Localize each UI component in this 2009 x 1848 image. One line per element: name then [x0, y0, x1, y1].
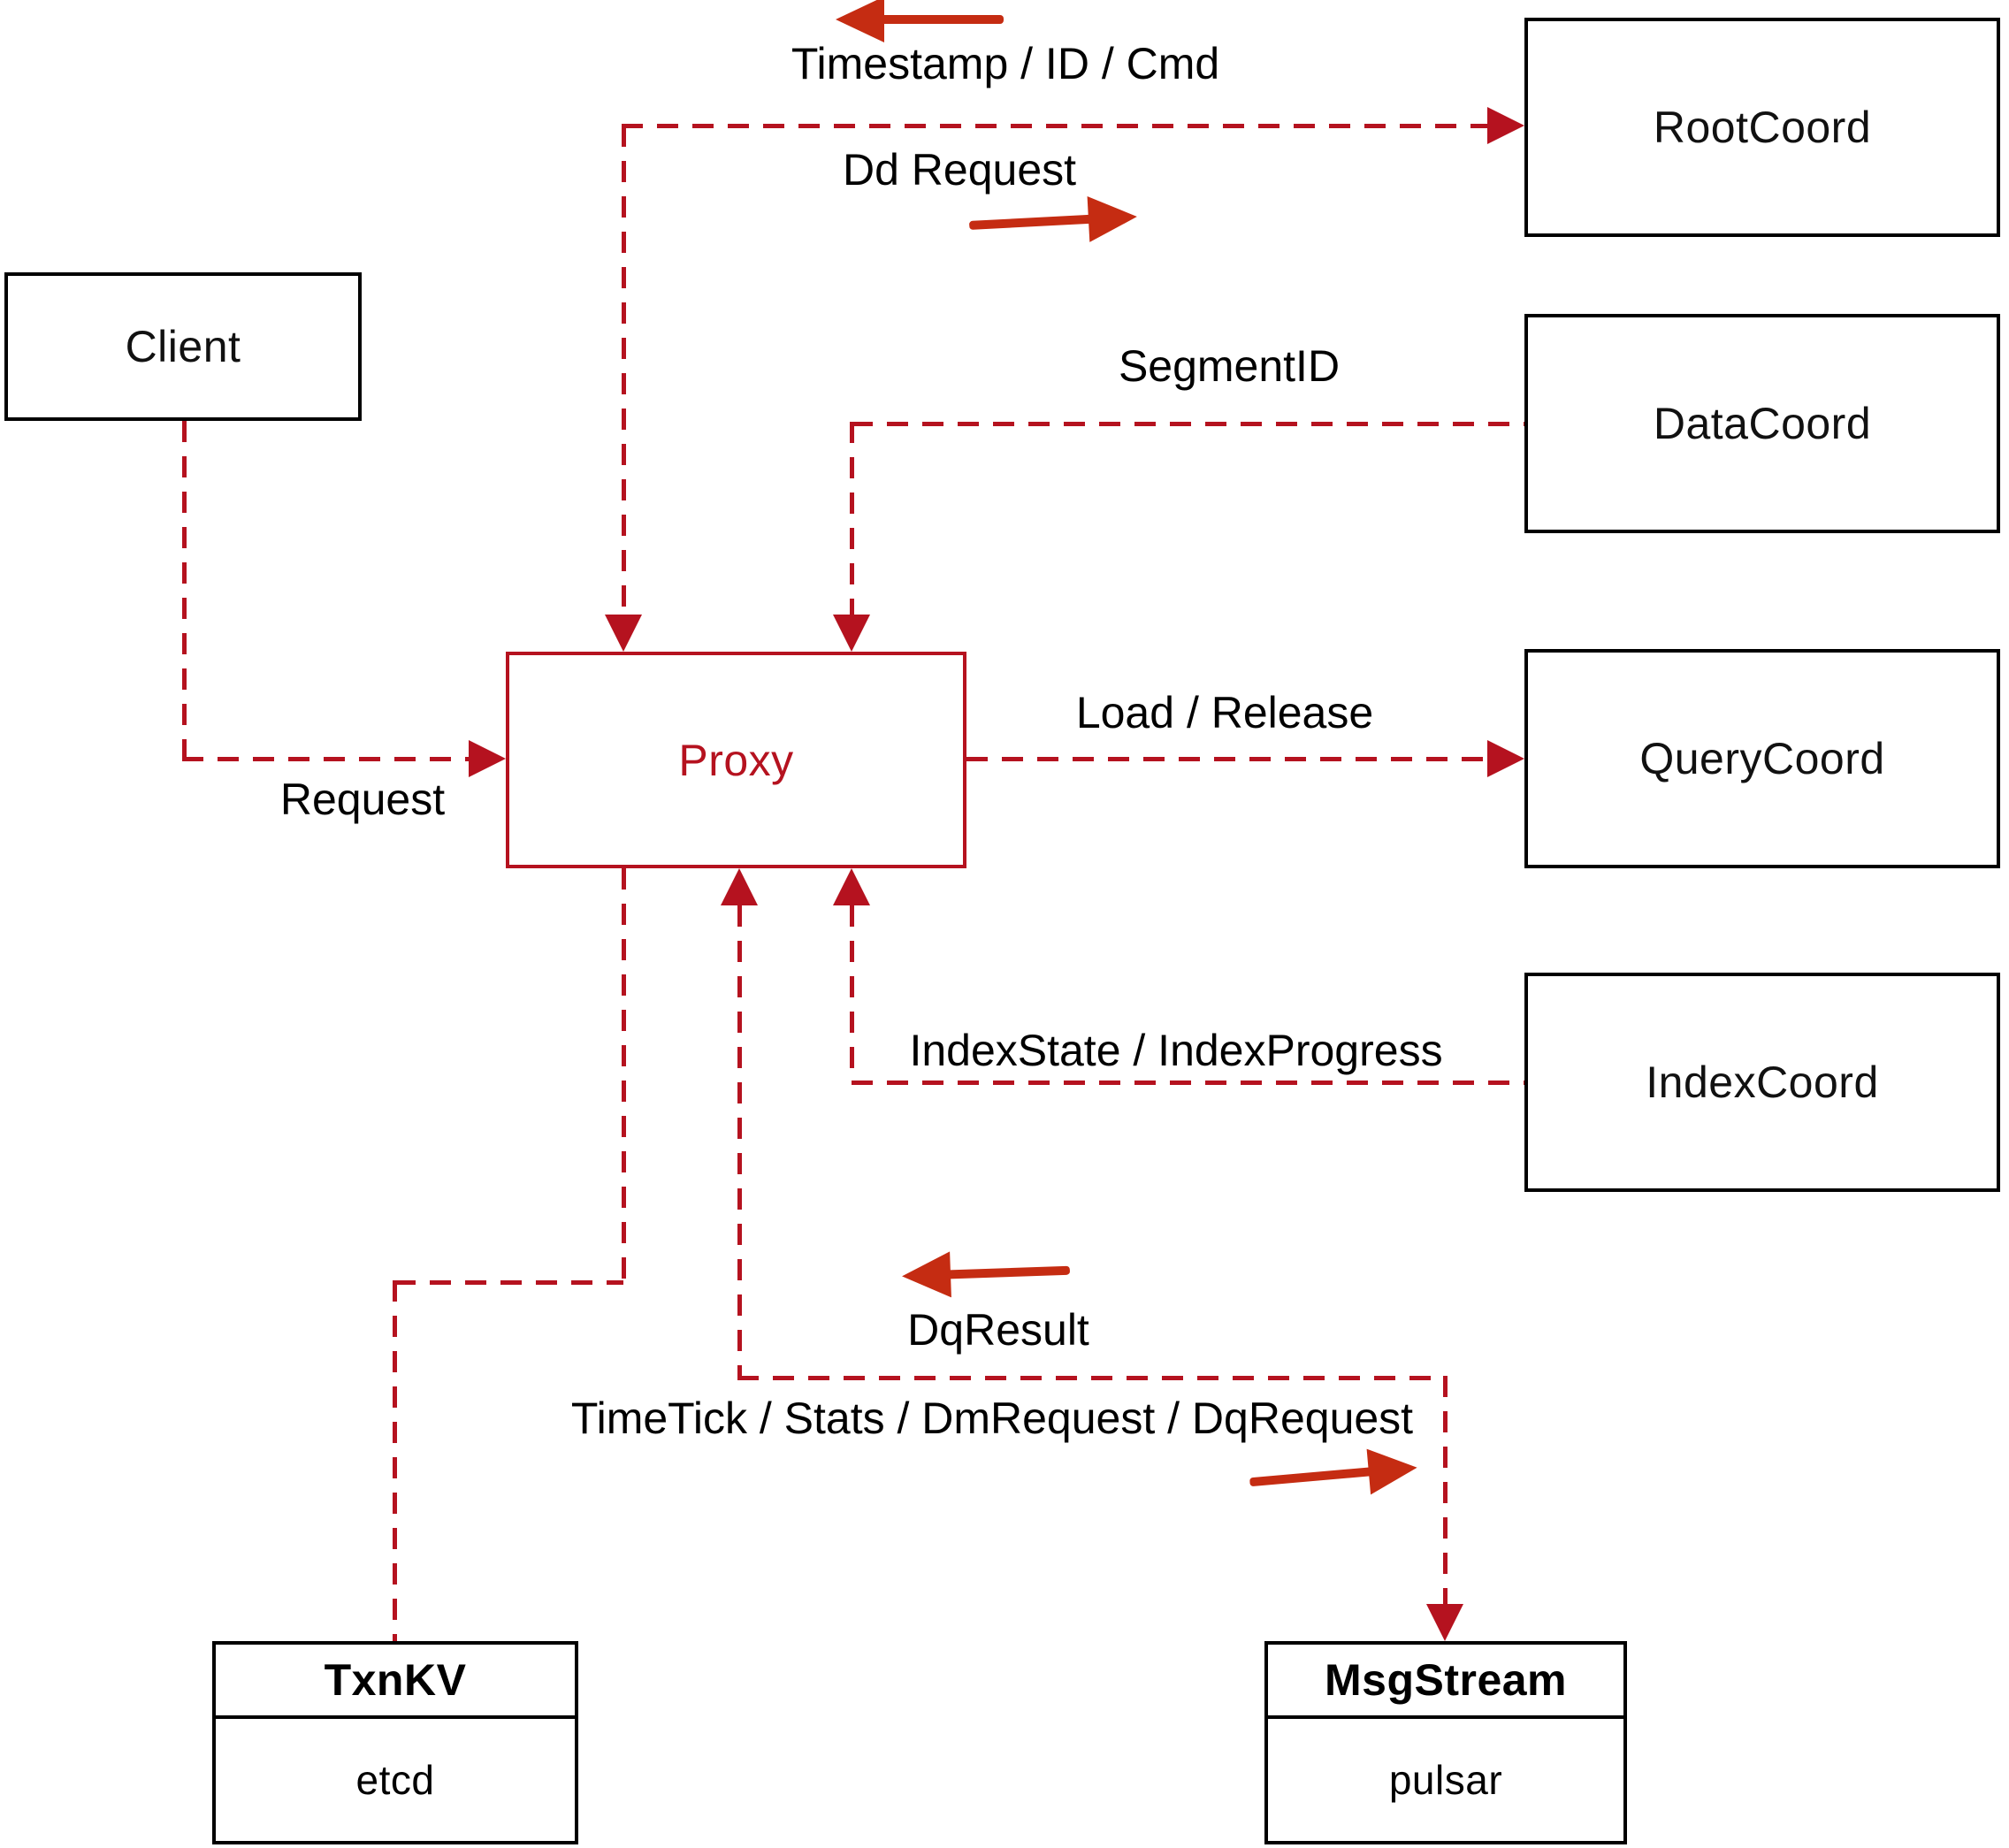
arrowhead-into-proxy-bottom-left-icon	[721, 868, 758, 905]
flow-arrow-left-top-icon	[836, 0, 1004, 42]
node-msgstream-title: MsgStream	[1268, 1645, 1623, 1719]
node-indexcoord: IndexCoord	[1524, 973, 2000, 1192]
edge-proxy-txnkv-vertical-lower	[393, 1280, 397, 1641]
arrowhead-into-querycoord-icon	[1487, 740, 1524, 777]
edge-msgstream-proxy-vertical	[737, 905, 742, 1379]
node-txnkv-subtitle: etcd	[355, 1757, 435, 1803]
arrowhead-into-proxy-top-left-icon	[605, 615, 642, 652]
label-segment-id: SegmentID	[1118, 341, 1341, 391]
node-proxy-label: Proxy	[678, 735, 794, 785]
label-request: Request	[279, 775, 446, 824]
arrowhead-into-rootcoord-icon	[1487, 107, 1524, 144]
flow-arrow-right-top-icon	[968, 194, 1138, 248]
node-rootcoord: RootCoord	[1524, 18, 2000, 237]
node-client: Client	[4, 272, 362, 421]
edge-datacoord-proxy-vertical	[850, 422, 854, 615]
label-load-release: Load / Release	[1075, 688, 1374, 737]
node-datacoord-label: DataCoord	[1653, 399, 1872, 448]
arrowhead-into-proxy-left-icon	[469, 740, 506, 777]
arrowhead-into-msgstream-icon	[1426, 1604, 1463, 1641]
flow-arrow-right-bottom-icon	[1248, 1445, 1419, 1505]
node-indexcoord-label: IndexCoord	[1646, 1058, 1879, 1107]
edge-client-proxy-vertical	[182, 421, 187, 760]
label-index-state-progress: IndexState / IndexProgress	[909, 1026, 1443, 1075]
node-txnkv: TxnKV etcd	[212, 1641, 578, 1844]
node-querycoord-label: QueryCoord	[1639, 734, 1885, 783]
edge-client-proxy-horizontal	[182, 757, 469, 761]
label-timestamp-id-cmd: Timestamp / ID / Cmd	[791, 39, 1220, 88]
label-timetick-stats: TimeTick / Stats / DmRequest / DqRequest	[570, 1394, 1414, 1443]
edge-proxy-querycoord-horizontal	[966, 757, 1487, 761]
node-client-label: Client	[125, 322, 241, 371]
edge-indexcoord-proxy-vertical	[850, 905, 854, 1081]
arrowhead-into-proxy-bottom-right-icon	[833, 868, 870, 905]
label-dq-result: DqResult	[907, 1305, 1089, 1355]
node-rootcoord-label: RootCoord	[1653, 103, 1872, 152]
arrowhead-into-proxy-top-right-icon	[833, 615, 870, 652]
node-msgstream: MsgStream pulsar	[1264, 1641, 1627, 1844]
edge-proxy-rootcoord-horizontal	[622, 124, 1487, 128]
edge-proxy-txnkv-horizontal	[394, 1280, 623, 1285]
edge-rootcoord-proxy-vertical	[622, 126, 626, 615]
node-txnkv-title: TxnKV	[216, 1645, 575, 1719]
flow-arrow-left-bottom-icon	[901, 1248, 1071, 1300]
edge-proxy-txnkv-vertical-upper	[622, 868, 626, 1282]
node-datacoord: DataCoord	[1524, 314, 2000, 533]
edge-proxy-msgstream-vertical	[1443, 1376, 1448, 1604]
edge-proxy-msgstream-horizontal	[737, 1376, 1445, 1380]
node-msgstream-subtitle: pulsar	[1388, 1757, 1503, 1803]
edge-datacoord-proxy-horizontal	[852, 422, 1524, 426]
node-querycoord: QueryCoord	[1524, 649, 2000, 868]
node-proxy: Proxy	[506, 652, 966, 868]
label-dd-request: Dd Request	[842, 145, 1077, 195]
edge-indexcoord-proxy-horizontal	[852, 1081, 1524, 1085]
